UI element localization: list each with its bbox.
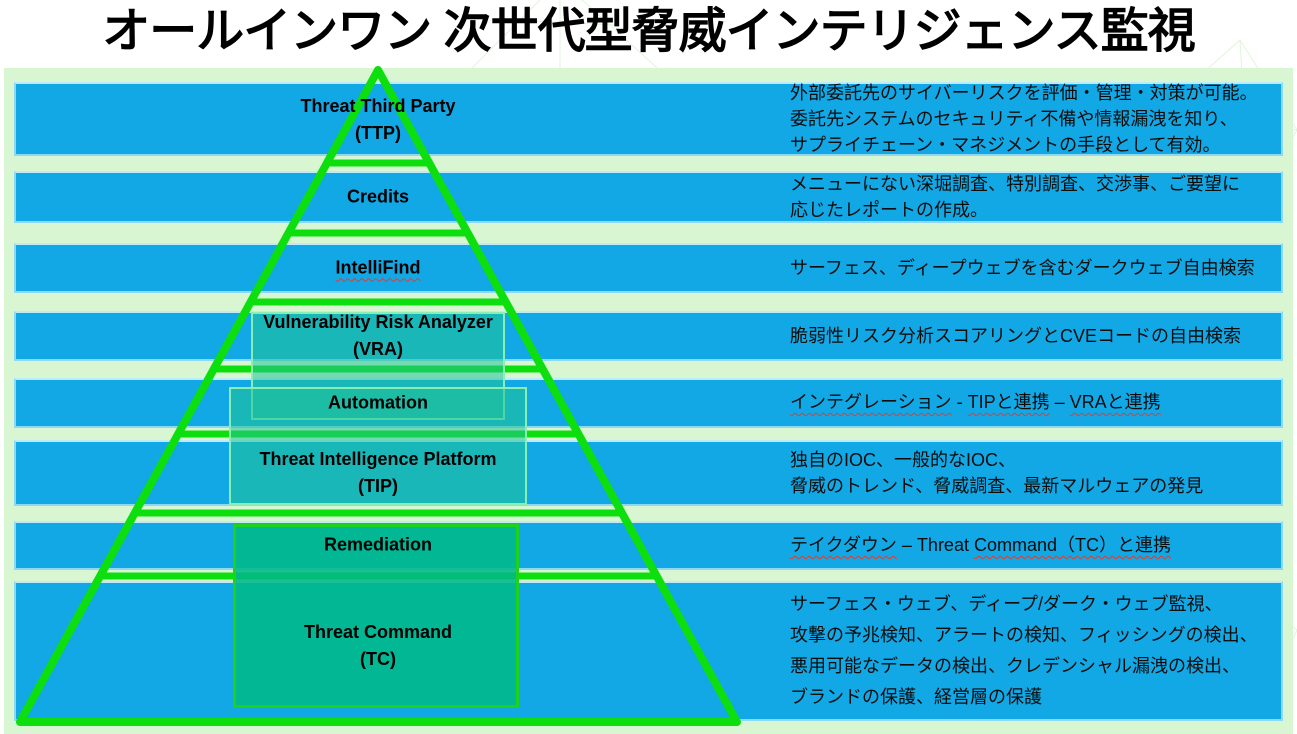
layer-description-remediation: テイクダウン – Threat Command（TC）と連携 bbox=[790, 532, 1171, 558]
layer-label-automation: Automation bbox=[328, 392, 428, 413]
description-segment: インテグレーション bbox=[790, 391, 952, 412]
description-segment: – Threat bbox=[896, 534, 974, 555]
description-segment: - bbox=[951, 391, 968, 412]
description-segment: TIPと連携 bbox=[967, 391, 1050, 412]
layer-label-tc: Threat Command (TC) bbox=[303, 622, 453, 669]
layer-description-tc: サーフェス・ウェブ、ディープ/ダーク・ウェブ監視、 攻撃の予兆検知、アラートの検… bbox=[790, 594, 1258, 707]
layer-description-vra: 脆弱性リスク分析スコアリングとCVEコードの自由検索 bbox=[790, 325, 1242, 346]
layer-label-tip: Threat Intelligence Platform (TIP) bbox=[259, 449, 497, 496]
layer-label-remediation: Remediation bbox=[323, 534, 433, 555]
layer-label-ttp: Threat Third Party (TTP) bbox=[300, 96, 456, 143]
description-segment: VRAと連携 bbox=[1069, 391, 1161, 412]
page-title: オールインワン 次世代型脅威インテリジェンス監視 bbox=[102, 5, 1195, 58]
layer-description-automation: インテグレーション - TIPと連携 – VRAと連携 bbox=[790, 389, 1161, 415]
layer-description-tip: 独自のIOC、一般的なIOC、 脅威のトレンド、脅威調査、最新マルウェアの発見 bbox=[790, 449, 1204, 496]
description-segment: Command（TC）と連携 bbox=[973, 534, 1171, 555]
layer-description-intellifind: サーフェス、ディープウェブを含むダークウェブ自由検索 bbox=[790, 257, 1255, 278]
layer-label-intellifind: IntelliFind bbox=[335, 257, 421, 278]
description-segment: – bbox=[1049, 391, 1070, 412]
description-segment: テイクダウン bbox=[790, 534, 897, 555]
layer-description-credits: メニューにない深堀調査、特別調査、交渉事、ご要望に 応じたレポートの作成。 bbox=[790, 173, 1240, 220]
layer-label-credits: Credits bbox=[346, 186, 410, 207]
layer-label-vra: Vulnerability Risk Analyzer (VRA) bbox=[263, 312, 493, 359]
layer-description-ttp: 外部委託先のサイバーリスクを評価・管理・対策が可能。 委託先システムのセキュリテ… bbox=[790, 82, 1258, 156]
